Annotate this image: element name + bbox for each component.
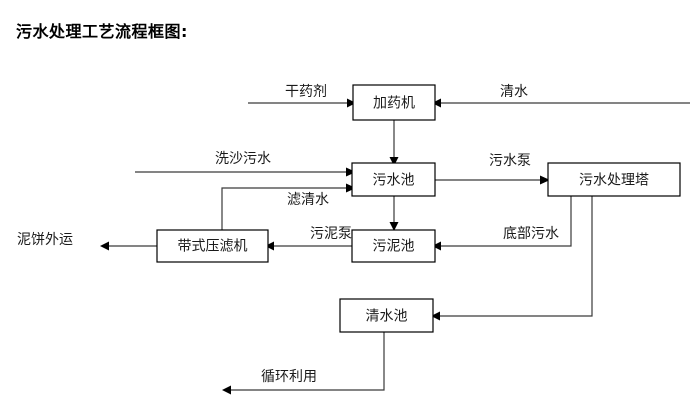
edge-tower-to-clean-water-pool <box>431 196 593 321</box>
node-clean-water-pool[interactable]: 清水池 <box>339 298 434 333</box>
node-label-clean-water-pool: 清水池 <box>366 309 408 325</box>
edge-sand-washing-to-sewage-pool <box>135 167 356 177</box>
node-sludge-pool[interactable]: 污泥池 <box>351 229 436 263</box>
node-label-sludge-pool: 污泥池 <box>373 239 415 255</box>
label-recycle-reuse: 循环利用 <box>261 369 317 385</box>
label-bottom-sewage: 底部污水 <box>503 226 559 242</box>
label-clean-water-in: 清水 <box>500 84 528 100</box>
label-sewage-pump: 污水泵 <box>489 153 531 169</box>
node-label-sewage-treatment-tower: 污水处理塔 <box>579 173 649 189</box>
node-sewage-treatment-tower[interactable]: 污水处理塔 <box>547 162 681 197</box>
edge-clean-water-pool-to-recycle <box>222 332 385 395</box>
edge-filter-press-to-mud-cake <box>100 241 157 251</box>
edge-dry-chemical-to-dosing <box>248 98 356 108</box>
label-filtered-clear-water: 滤清水 <box>287 192 329 208</box>
node-dosing-machine[interactable]: 加药机 <box>352 84 436 121</box>
edge-sewage-pool-to-sludge-pool <box>389 196 399 231</box>
node-belt-filter-press[interactable]: 带式压滤机 <box>156 229 269 263</box>
edge-sludge-pool-to-filter-press <box>265 241 352 251</box>
label-sludge-pump: 污泥泵 <box>310 226 352 242</box>
node-sewage-pool[interactable]: 污水池 <box>351 162 436 197</box>
node-label-belt-filter-press: 带式压滤机 <box>178 239 248 255</box>
label-mud-cake-transport: 泥饼外运 <box>17 232 73 248</box>
edge-filter-press-to-sewage-pool <box>221 183 356 230</box>
node-label-dosing-machine: 加药机 <box>373 96 415 112</box>
edge-sewage-pool-to-tower <box>435 175 550 185</box>
edge-clean-water-to-dosing <box>432 98 690 108</box>
label-dry-chemical: 干药剂 <box>285 84 327 100</box>
label-sand-washing-sewage: 洗沙污水 <box>215 151 271 167</box>
node-label-sewage-pool: 污水池 <box>373 173 415 189</box>
edge-tower-to-sludge-pool <box>432 196 572 251</box>
edge-dosing-to-sewage-pool <box>389 120 399 166</box>
page-title: 污水处理工艺流程框图: <box>16 22 188 41</box>
